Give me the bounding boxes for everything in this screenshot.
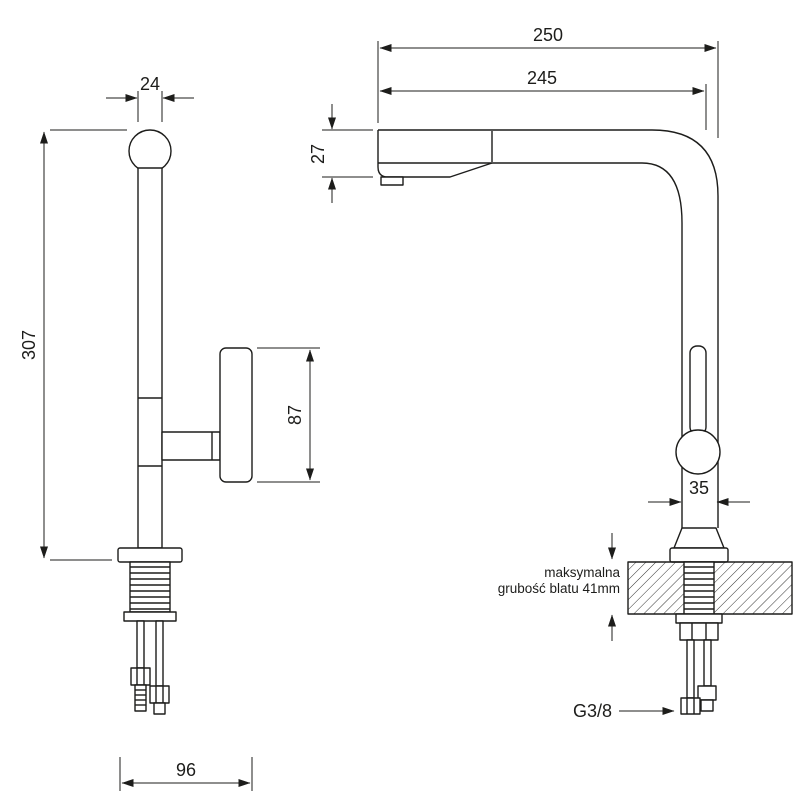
handle-ring [675,429,721,475]
note-line-1: maksymalna [544,565,620,580]
spray-head [377,130,493,178]
note-line-2: grubość blatu 41mm [498,581,620,596]
spout-cap [128,129,172,173]
dim-spout-height: 27 [308,104,373,203]
dim-total-height: 307 [19,129,127,561]
dim-label-96: 96 [176,760,196,780]
dim-label-245: 245 [527,68,557,88]
faucet-column [137,167,163,549]
left-view-faucet [117,129,253,715]
handle-side [219,347,253,483]
dim-label-87: 87 [285,405,305,425]
dim-spout-diameter: 24 [106,74,194,122]
dim-label-24: 24 [140,74,160,94]
mounting-hardware-left [123,611,177,715]
dim-label-307: 307 [19,330,39,360]
thread-size-label: G3/8 [573,701,612,721]
label-thread-size: G3/8 [573,701,675,721]
threaded-shank [129,561,171,613]
handle-connector [161,431,221,461]
dim-label-250: 250 [533,25,563,45]
aerator [380,176,404,186]
dim-label-35: 35 [689,478,709,498]
right-view-faucet [377,129,793,715]
dim-label-27: 27 [308,144,328,164]
dim-handle-length: 87 [257,347,320,483]
dim-base-depth: 96 [119,757,253,791]
base-cone [669,527,729,563]
dim-reach-overall: 250 [377,25,719,138]
dim-reach-spout: 245 [379,68,707,130]
threaded-shank-right [683,561,715,615]
base-flange [117,547,183,563]
mounting-hardware-right [675,613,723,715]
dim-body-width: 35 [648,478,750,506]
note-counter-thickness: maksymalna grubość blatu 41mm [498,533,620,641]
handle-lever [689,345,707,435]
spout-arm [378,129,719,528]
